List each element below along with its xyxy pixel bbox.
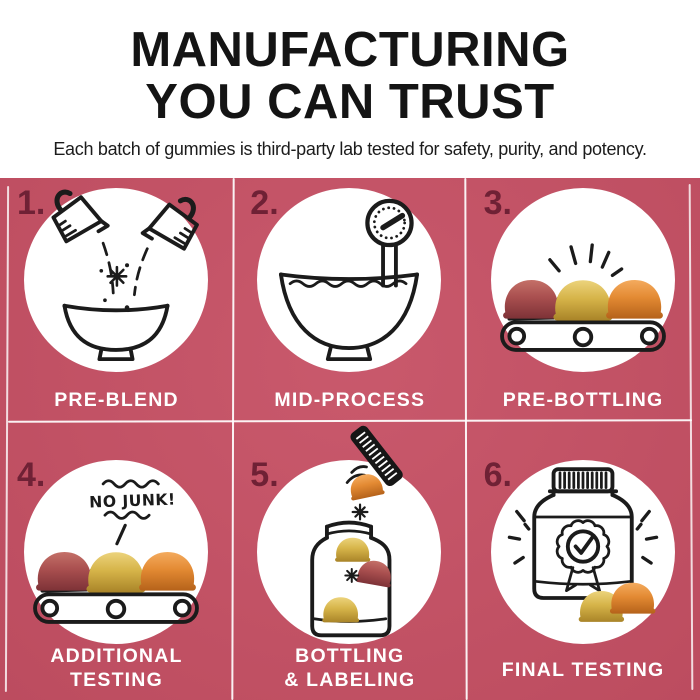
emphasis-rays (507, 509, 658, 565)
bottle-outline (531, 467, 634, 600)
bottle-with-approval-badge-icon (507, 467, 658, 622)
step-number: 1. (17, 184, 46, 222)
step-cell-5: 5. (233, 422, 466, 700)
step-label: BOTTLING & LABELING (284, 645, 416, 691)
gummies-on-conveyor-icon (499, 243, 666, 352)
falling-gummy-orange (351, 473, 385, 500)
step-label: PRE-BLEND (54, 389, 179, 411)
page-subtitle: Each batch of gummies is third-party lab… (53, 139, 647, 159)
step-label: MID-PROCESS (274, 389, 426, 411)
gummy-red (502, 280, 560, 319)
gummy-yellow (86, 552, 146, 593)
title-line-1: MANUFACTURING (130, 23, 570, 77)
approval-badge (555, 519, 610, 593)
gummy-red (36, 552, 93, 591)
step-number: 2. (250, 184, 279, 222)
step-number: 6. (483, 456, 512, 494)
shine-rays (547, 243, 623, 278)
jar-being-filled-icon (310, 425, 404, 637)
step-number: 4. (17, 456, 46, 494)
gummy-orange (139, 552, 196, 591)
jar-outline (310, 520, 392, 637)
ribbon-tails (564, 566, 601, 593)
step-cell-3: 3. PRE-BOTTLING (467, 178, 700, 422)
no-junk-annotation: NO JUNK! (89, 490, 176, 512)
step-label: PRE-BOTTLING (502, 389, 664, 411)
steps-grid: 1. (0, 177, 700, 700)
bowl-with-thermometer-icon (279, 198, 420, 362)
sparkle-icon (351, 503, 369, 520)
step-cell-6: 6. (467, 422, 700, 700)
step-label: FINAL TESTING (501, 659, 665, 681)
jar-gummy-red (356, 560, 392, 587)
pouring-cups-into-bowl-icon (51, 189, 199, 362)
step-label: ADDITIONAL TESTING (50, 645, 183, 691)
step-cell-4: 4. NO JUNK! (0, 422, 233, 700)
measuring-cup-right (140, 197, 199, 251)
checkmark-icon (573, 534, 595, 555)
jar-cap-flying (350, 425, 404, 486)
speech-squiggles (101, 479, 160, 546)
sparkle-icon (106, 265, 128, 287)
mixing-bowl (62, 303, 170, 362)
gummy-orange (605, 280, 663, 319)
jar-gummy-yellow (335, 537, 371, 562)
sparkle-icon-small (344, 567, 360, 583)
step-number: 5. (250, 456, 279, 494)
process-bowl (279, 272, 420, 362)
gummy-orange (609, 582, 655, 614)
title-line-2: YOU CAN TRUST (145, 75, 555, 129)
jar-gummy-yellow-2 (322, 596, 360, 622)
step-cell-2: 2. MID-PROCESS (233, 178, 466, 422)
gummies-on-conveyor-no-junk-icon: NO JUNK! (33, 479, 199, 624)
step-cell-1: 1. (0, 178, 233, 422)
thermometer-gauge (365, 198, 414, 288)
gummy-yellow (553, 280, 613, 321)
measuring-cup-left (51, 189, 110, 244)
step-number: 3. (483, 184, 512, 222)
